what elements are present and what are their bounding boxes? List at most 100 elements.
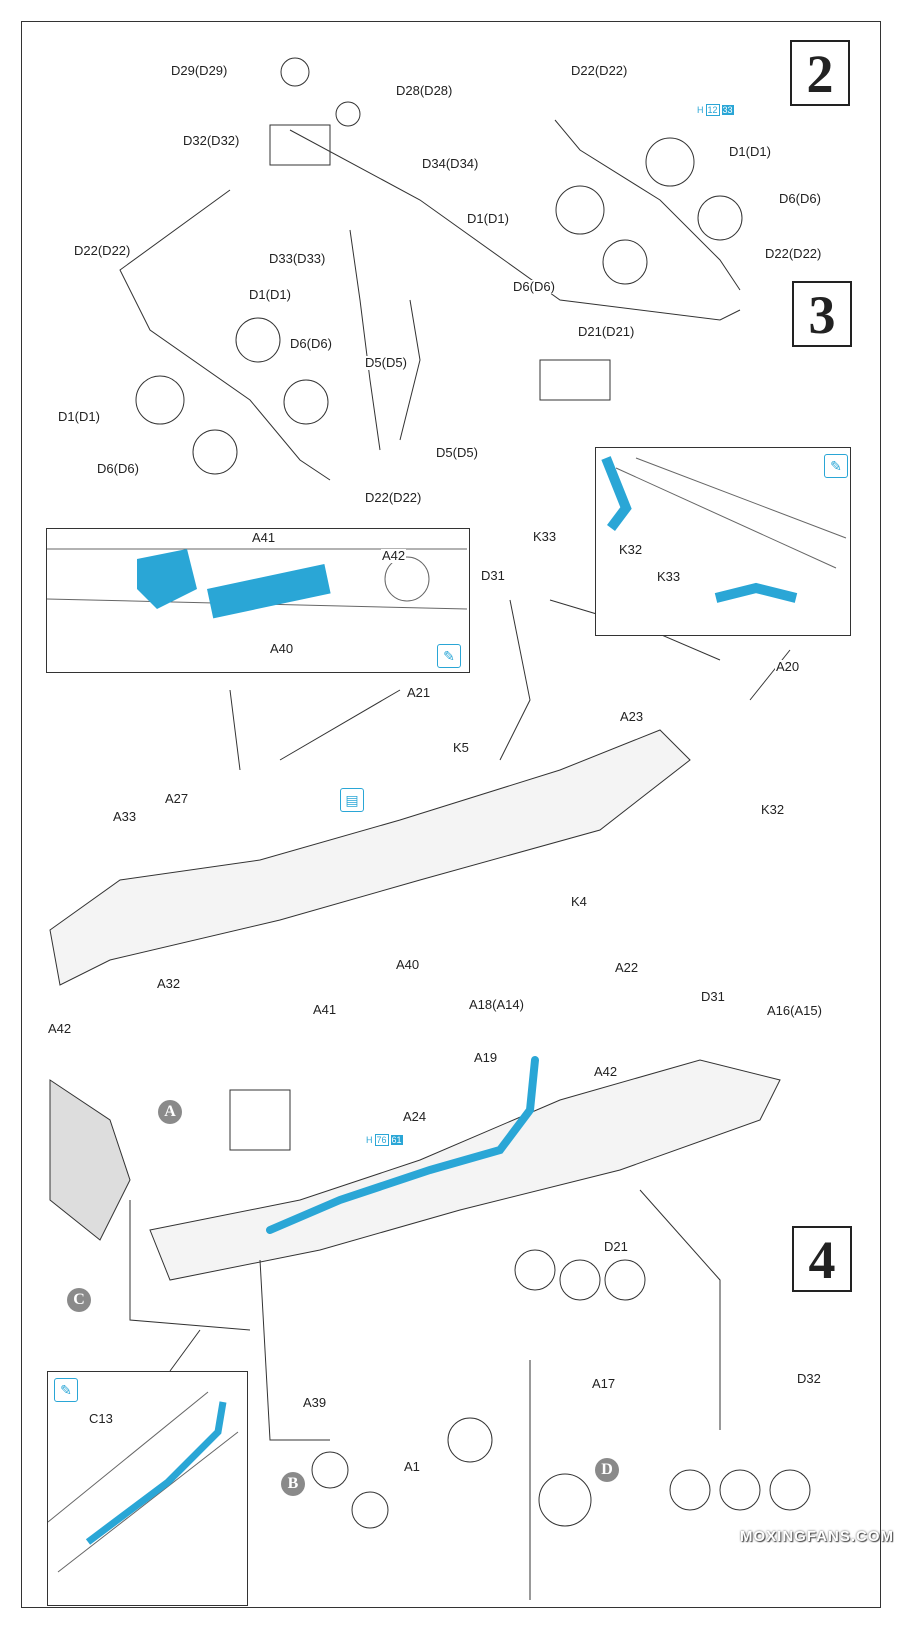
callout-b: B <box>281 1472 305 1496</box>
paint-ref-h: H <box>366 1135 373 1145</box>
leader-line <box>259 1259 330 1441</box>
callout-line <box>229 689 241 771</box>
paint-brush-icon: ✎ <box>824 454 848 478</box>
part-label: D1(D1) <box>248 287 292 302</box>
part-label: D33(D33) <box>268 251 327 266</box>
part-label: K33 <box>532 529 558 544</box>
part-label: K5 <box>452 740 470 755</box>
chassis-frame <box>149 1059 781 1281</box>
inset-drawing <box>48 1391 239 1573</box>
callout-line <box>169 1329 201 1372</box>
part-label: D22(D22) <box>570 63 629 78</box>
watermark: MOXINGFANS.COM <box>740 1528 895 1545</box>
part-label: A41 <box>251 530 277 545</box>
callout-line <box>749 649 791 701</box>
leader-line <box>554 119 741 291</box>
exhaust-highlight <box>266 1056 539 1234</box>
step-number-3: 3 <box>792 281 852 347</box>
step-number-2: 2 <box>790 40 850 106</box>
part-label: A24 <box>402 1109 428 1124</box>
part-label: D5(D5) <box>364 355 408 370</box>
part-label: D28(D28) <box>395 83 454 98</box>
part-label: A42 <box>593 1064 619 1079</box>
part-label: D22(D22) <box>364 490 423 505</box>
inset-drawing <box>601 456 847 603</box>
step-number-4: 4 <box>792 1226 852 1292</box>
inset-drawing <box>47 548 468 619</box>
part-label: K32 <box>618 542 644 557</box>
part-label: A32 <box>156 976 182 991</box>
leader-line <box>119 189 331 481</box>
part-label: A17 <box>591 1376 617 1391</box>
paint-ref-1: 76 <box>374 1134 389 1146</box>
bogie-frame <box>539 359 611 401</box>
part-k32 <box>601 456 632 531</box>
part-label: D32 <box>796 1371 822 1386</box>
part-label: D6(D6) <box>96 461 140 476</box>
callout-a: A <box>158 1100 182 1124</box>
paint-stripe-icon: ▤ <box>340 788 364 812</box>
part-label: A22 <box>614 960 640 975</box>
part-k33 <box>714 582 798 603</box>
inset-engine-detail: A41 A42 A40 ✎ <box>46 528 470 673</box>
paint-ref-2: 33 <box>721 105 734 115</box>
part-a40 <box>207 564 331 619</box>
part-label: A21 <box>406 685 432 700</box>
leader-line <box>499 599 531 761</box>
chassis-frame <box>49 729 691 986</box>
part-label: A33 <box>112 809 138 824</box>
leader-line <box>289 129 741 321</box>
inset-rear-detail: K32 K33 ✎ <box>595 447 851 636</box>
part-label: K33 <box>656 569 682 584</box>
part-label: C13 <box>88 1411 114 1426</box>
part-label: A19 <box>473 1050 499 1065</box>
leader-line <box>639 1189 721 1430</box>
part-label: A18(A14) <box>468 997 525 1012</box>
part-label: A1 <box>403 1459 421 1474</box>
page-border <box>21 21 881 1608</box>
part-label: D21 <box>603 1239 629 1254</box>
radiator <box>49 1079 131 1241</box>
part-label: D21(D21) <box>577 324 636 339</box>
part-label: D31 <box>700 989 726 1004</box>
paint-ref-2: 61 <box>390 1135 403 1145</box>
part-label: D1(D1) <box>728 144 772 159</box>
paint-ref-1: 12 <box>705 104 720 116</box>
inset-c13-detail: C13 ✎ <box>47 1371 248 1606</box>
bogie-frame <box>269 124 331 166</box>
engine-block <box>229 1089 291 1151</box>
part-label: D34(D34) <box>421 156 480 171</box>
part-label: A42 <box>47 1021 73 1036</box>
part-label: A20 <box>775 659 801 674</box>
callout-d: D <box>595 1458 619 1482</box>
part-label: D6(D6) <box>512 279 556 294</box>
wheel-group <box>135 57 811 1529</box>
paint-ref-h: H <box>697 105 704 115</box>
part-label: A40 <box>269 641 295 656</box>
part-label: A42 <box>381 548 407 563</box>
part-label: A40 <box>395 957 421 972</box>
part-a41 <box>137 549 197 609</box>
paint-brush-icon: ✎ <box>437 644 461 668</box>
part-c13 <box>85 1401 227 1545</box>
part-label: D31 <box>480 568 506 583</box>
leader-line <box>349 229 381 451</box>
part-label: A27 <box>164 791 190 806</box>
part-label: D22(D22) <box>73 243 132 258</box>
part-label: K4 <box>570 894 588 909</box>
part-label: D22(D22) <box>764 246 823 261</box>
part-label: A41 <box>312 1002 338 1017</box>
callout-line <box>279 689 401 761</box>
part-label: D1(D1) <box>57 409 101 424</box>
part-label: D29(D29) <box>170 63 229 78</box>
paint-reference: H 12 33 <box>697 104 734 116</box>
leader-line <box>399 299 421 441</box>
paint-reference: H 76 61 <box>366 1134 403 1146</box>
part-label: A16(A15) <box>766 1003 823 1018</box>
leader-line <box>129 1200 251 1331</box>
part-label: D32(D32) <box>182 133 241 148</box>
part-label: A23 <box>619 709 645 724</box>
part-label: D5(D5) <box>435 445 479 460</box>
part-label: K32 <box>760 802 786 817</box>
